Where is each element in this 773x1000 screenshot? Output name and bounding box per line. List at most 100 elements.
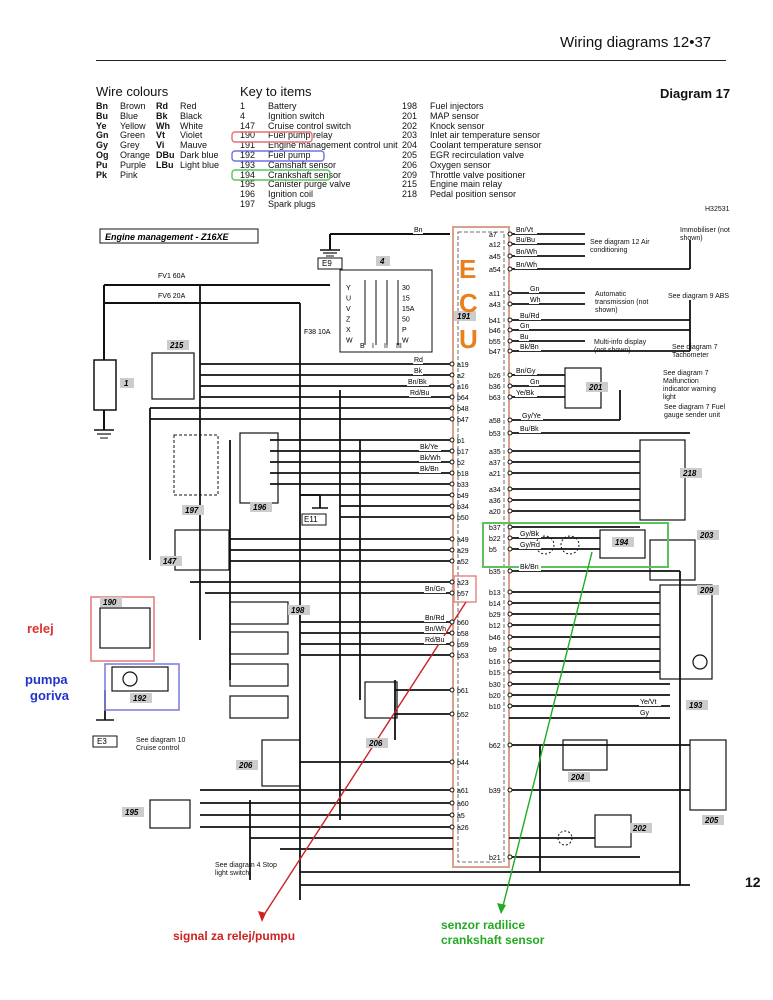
wire-label: Bk/Ye: [420, 444, 438, 451]
ignition-terminal: 15A: [402, 306, 415, 313]
ecu-pin-left-terminal: [449, 459, 455, 465]
key-item-number: 194: [240, 169, 256, 180]
ecu-pin-right-terminal: [507, 231, 513, 237]
wire-colour-cell: Yellow: [120, 120, 146, 131]
ecu-pin-right-terminal: [507, 348, 513, 354]
key-item-number: 147: [240, 120, 256, 131]
ecu-pin-right-terminal: [507, 854, 513, 860]
wire-label-bg: [515, 226, 537, 234]
ecu-pin-right: a35: [489, 449, 501, 456]
wire-colour-cell: Wh: [156, 120, 170, 131]
wire-label-bg: [424, 636, 446, 644]
ecu-pin-right-terminal: [507, 658, 513, 664]
wire-colour-cell: Dark blue: [180, 149, 219, 160]
ignition-letter: X: [346, 327, 351, 334]
wire-label-bg: [515, 248, 537, 256]
ignition-circle-label: I: [372, 343, 374, 350]
key-item-number: 202: [402, 120, 418, 131]
wire-label: Gy/Rd: [520, 542, 540, 549]
ecu-pin-left-terminal: [449, 437, 455, 443]
earth-labels: E9 E11 E3: [92, 257, 343, 748]
ignition-letter: V: [346, 306, 351, 313]
ignition-letter: Z: [346, 317, 351, 324]
earth-e3: E3: [97, 737, 107, 746]
ecu-pin-right: b47: [489, 349, 501, 356]
key-item-number: 191: [240, 140, 256, 151]
ecu-pin-right: b13: [489, 590, 501, 597]
component-209: 209: [699, 586, 714, 595]
ecu-pin-right-terminal: [507, 241, 513, 247]
key-item-label: Camshaft sensor: [268, 159, 337, 170]
ecu-pin-left-terminal: [449, 492, 455, 498]
ecu-pin-right: b35: [489, 569, 501, 576]
wire-colour-cell: Gn: [96, 130, 109, 141]
ecu-pin-right: b41: [489, 318, 501, 325]
ecu-pin-left: b47: [457, 417, 469, 424]
wire-label-bg: [529, 378, 539, 386]
header-rule: [96, 60, 726, 61]
wire-label: Gy/Bk: [520, 531, 540, 538]
wire-label-bg: [424, 614, 446, 622]
pump-annotation-line1: pumpa: [25, 672, 68, 687]
ecu-pin-left: a19: [457, 362, 469, 369]
ecu-pin-right: b46: [489, 328, 501, 335]
ecu-pin-right-terminal: [507, 327, 513, 333]
key-item-number: 201: [402, 110, 418, 121]
wire-colour-cell: Vt: [156, 130, 165, 141]
wire-label: Bk/Bn: [420, 466, 439, 473]
component-204: 204: [570, 773, 585, 782]
component-4: 4: [379, 257, 385, 266]
wire-label-bg: [515, 389, 537, 397]
ecu-pin-right: b14: [489, 601, 501, 608]
wire-colour-cell: Blue: [120, 110, 139, 121]
ecu-pin-right-terminal: [507, 646, 513, 652]
ecu-pin-right: b20: [489, 693, 501, 700]
component-201: 201: [588, 383, 603, 392]
key-item-number: 1: [240, 101, 246, 111]
ecu-pin-left-terminal: [449, 470, 455, 476]
ecu-pin-left: b2: [457, 460, 465, 467]
wire-label-bg: [419, 443, 441, 451]
key-title: Key to items: [240, 84, 312, 99]
ecu-pin-left: a61: [457, 788, 469, 795]
relay-annotation: relej: [27, 621, 54, 636]
component-196: 196: [253, 503, 267, 512]
component-215: 215: [169, 341, 184, 350]
ecu-pin-right-terminal: [507, 669, 513, 675]
component-1: 1: [124, 379, 129, 388]
ecu-pin-right-terminal: [507, 338, 513, 344]
ecu-pin-left: b50: [457, 515, 469, 522]
wire-colour-cell: Vi: [156, 140, 165, 151]
ecu-pin-right-terminal: [507, 508, 513, 514]
wire-label-bg: [521, 412, 543, 420]
ecu-pin-left: a60: [457, 801, 469, 808]
ecu-pin-left: a16: [457, 384, 469, 391]
wire-colour-cell: Bk: [156, 110, 168, 121]
ecu-letter-u: U: [459, 324, 478, 354]
ecu-pin-left-terminal: [449, 416, 455, 422]
ecu-pin-left: b59: [457, 642, 469, 649]
ecu-pin-right: b55: [489, 339, 501, 346]
wire-colour-cell: Purple: [120, 159, 147, 170]
ecu-pin-right: a20: [489, 509, 501, 516]
fuse-f38: F38 10A: [304, 329, 331, 336]
wire-label: Gn: [520, 323, 529, 330]
ignition-terminal: W: [402, 338, 409, 345]
ecu-letter-e: E: [459, 254, 476, 284]
